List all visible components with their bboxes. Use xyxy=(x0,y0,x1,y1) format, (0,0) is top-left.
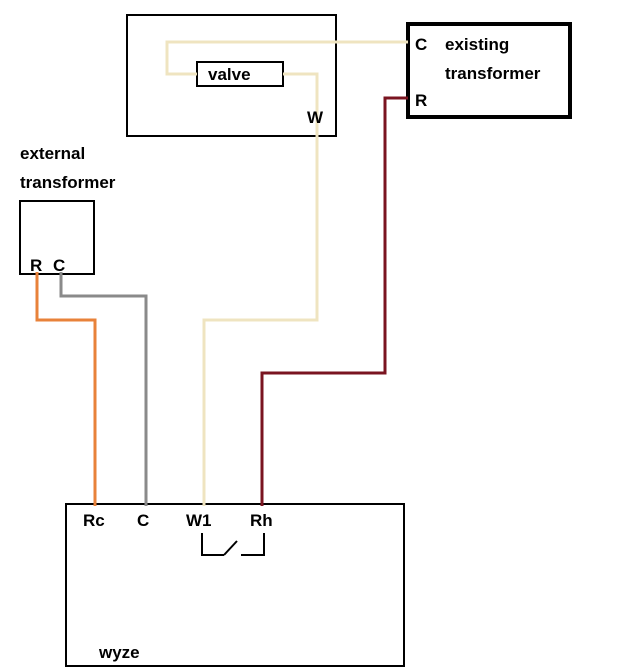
external-transformer-title-line1: external xyxy=(20,144,85,163)
w1-rh-switch-right-lead xyxy=(241,533,265,556)
external-c-to-wyze-c-wire xyxy=(59,272,148,506)
valve-w-to-wyze-w1-wire xyxy=(202,72,319,506)
external-r-to-wyze-rc-wire xyxy=(35,272,97,506)
wyze-rc-terminal-label: Rc xyxy=(83,511,105,530)
wyze-c-terminal-label: C xyxy=(137,511,149,530)
existing-transformer-title-line1: existing xyxy=(445,35,509,54)
external-transformer-c-terminal-label: C xyxy=(53,256,65,275)
existing-transformer-title-line2: transformer xyxy=(445,64,541,83)
valve-enclosure-box xyxy=(126,14,337,137)
valve-w-terminal-label: W xyxy=(307,108,324,127)
existing-transformer-c-terminal-label: C xyxy=(415,35,427,54)
wyze-rh-terminal-label: Rh xyxy=(250,511,273,530)
w1-rh-switch-left-lead xyxy=(201,533,224,556)
wyze-thermostat-box xyxy=(65,503,405,667)
existing-r-to-wyze-rh-wire xyxy=(260,96,408,506)
existing-transformer-box xyxy=(406,22,572,119)
valve-label: valve xyxy=(208,65,251,84)
wyze-label: wyze xyxy=(98,643,140,662)
existing-transformer-r-terminal-label: R xyxy=(415,91,427,110)
wyze-w1-terminal-label: W1 xyxy=(186,511,212,530)
external-transformer-title-line2: transformer xyxy=(20,173,116,192)
external-transformer-r-terminal-label: R xyxy=(30,256,42,275)
w1-rh-switch-blade xyxy=(223,540,238,556)
external-transformer-box xyxy=(19,200,95,275)
valve-to-existing-c-wire xyxy=(165,40,408,76)
